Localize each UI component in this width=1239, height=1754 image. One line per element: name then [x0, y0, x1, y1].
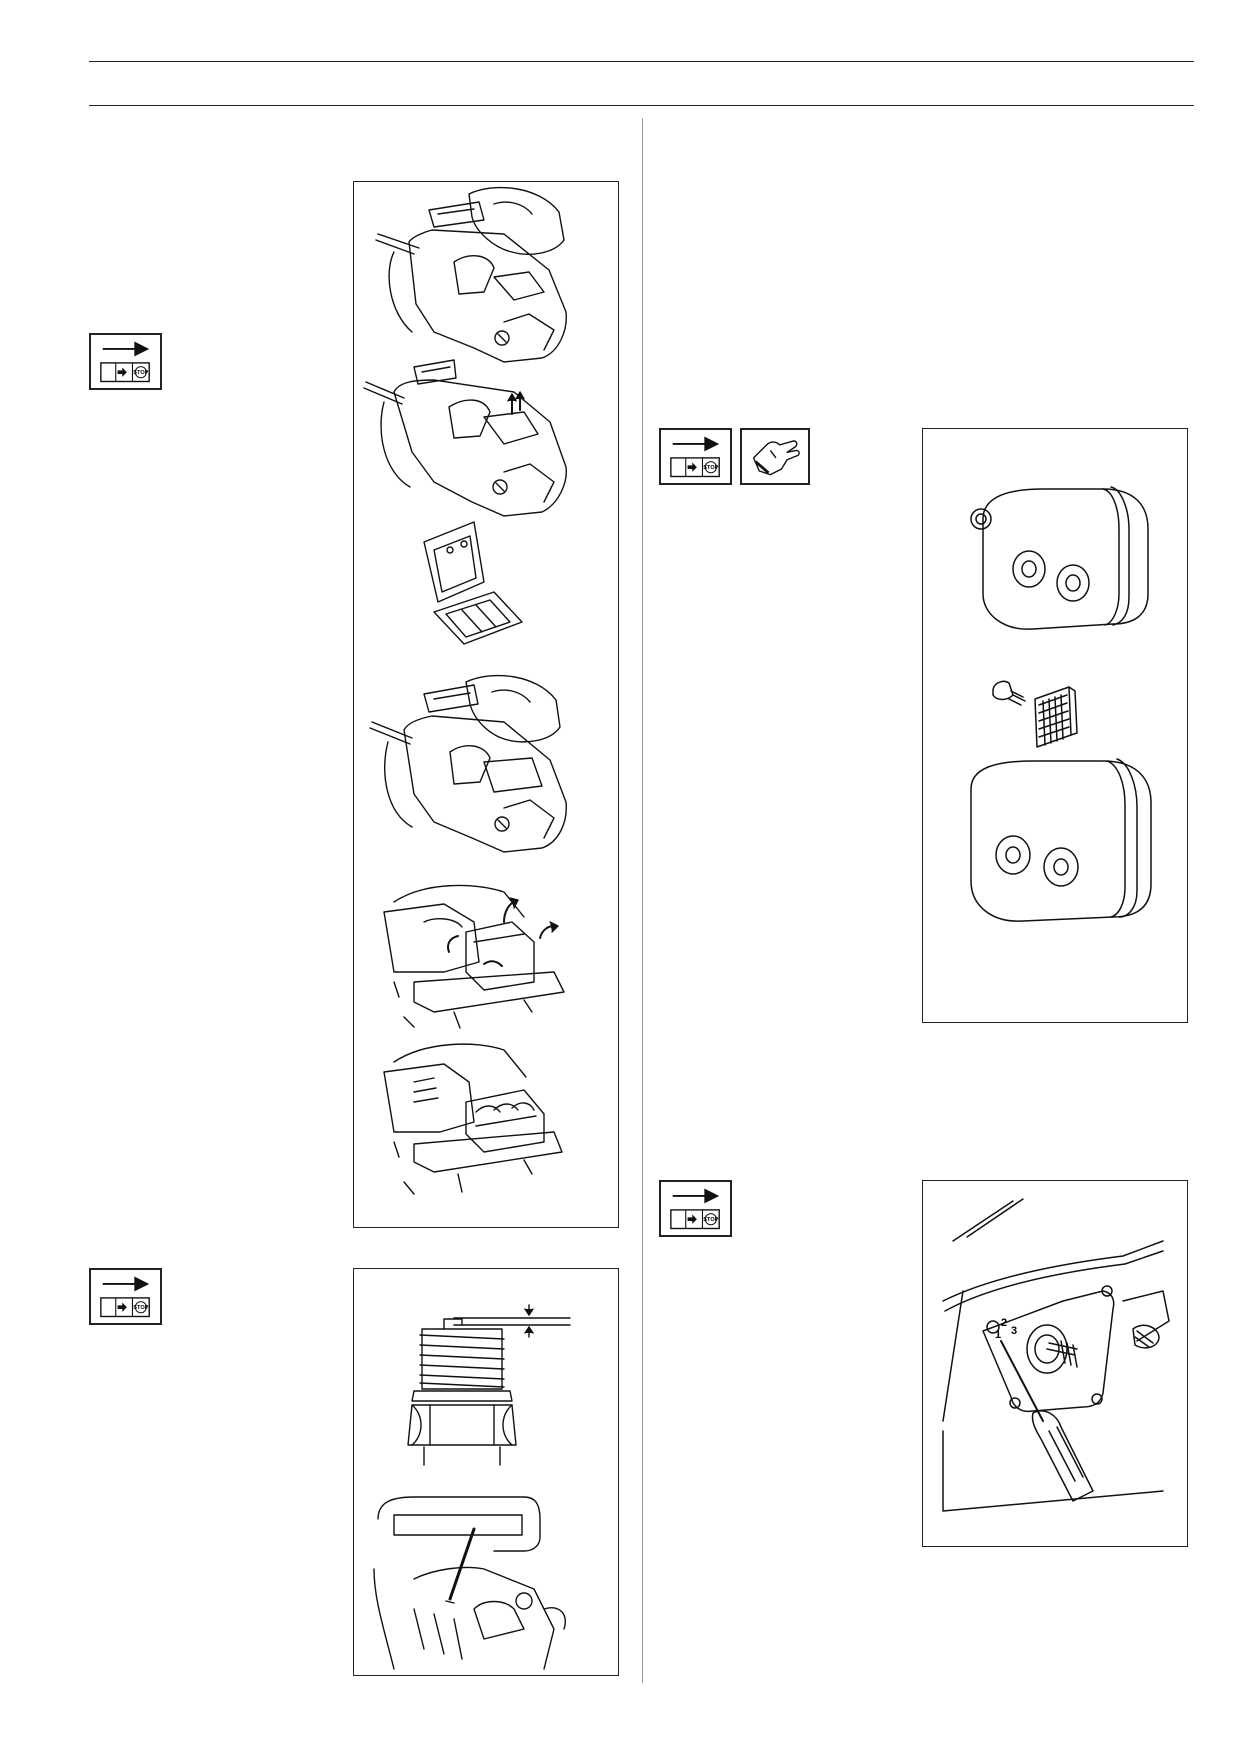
stop-engine-icon: STOP: [89, 1268, 162, 1325]
carburettor-illustration: 1 2 3: [942, 1198, 1170, 1512]
stop-engine-icon: STOP: [659, 1180, 732, 1237]
header-top-rule: [89, 61, 1194, 62]
header-bottom-rule: [89, 105, 1194, 106]
stop-label: STOP: [133, 370, 148, 376]
stop-label: STOP: [133, 1305, 148, 1311]
air-filter-parts: [423, 521, 523, 645]
muffler-illustration: [970, 486, 1152, 922]
carburettor-figure: 1 2 3: [922, 1180, 1188, 1547]
gloves-icon: [740, 428, 810, 485]
air-filter-illustration: [363, 186, 567, 1195]
chainsaw-prefilter: [369, 674, 567, 853]
column-divider: [642, 118, 643, 1683]
dial-number-2: 2: [1001, 1317, 1007, 1329]
chainsaw-cover-removed: [375, 186, 567, 363]
filter-closeup-arrows: [383, 884, 565, 1029]
stop-engine-icon: STOP: [659, 428, 732, 485]
air-filter-figure: [353, 181, 619, 1228]
muffler-figure: [922, 428, 1188, 1023]
spark-plug-figure: [353, 1268, 619, 1676]
stop-label: STOP: [703, 1217, 718, 1223]
stop-engine-icon: STOP: [89, 333, 162, 390]
chainsaw-filter-lift: [363, 359, 567, 517]
spark-plug-illustration: [373, 1304, 571, 1670]
filter-closeup-cylinder: [383, 1043, 563, 1195]
stop-label: STOP: [703, 465, 718, 471]
dial-number-3: 3: [1011, 1325, 1017, 1337]
dial-number-1: 1: [995, 1329, 1001, 1341]
